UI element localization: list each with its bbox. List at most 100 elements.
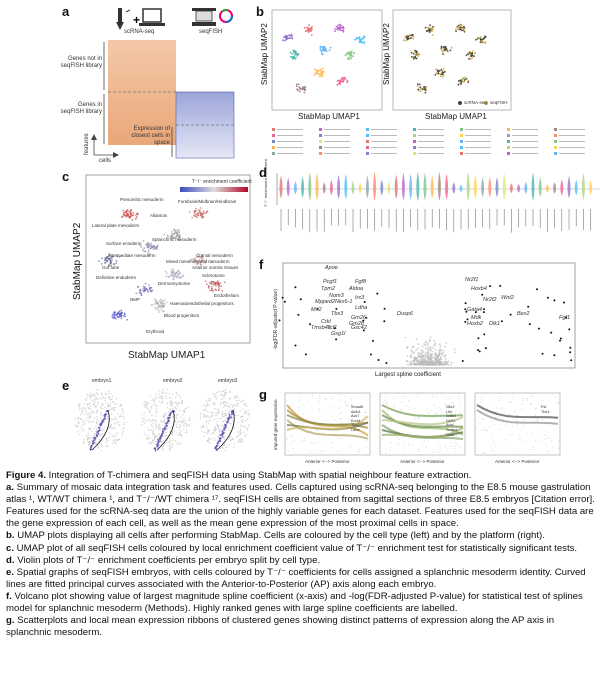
volcano-points [278, 284, 573, 366]
computer-icon [139, 8, 165, 26]
gene-label: Mpped2 [315, 299, 335, 305]
panel-b-label: b [256, 4, 264, 19]
gene-label: Fgf8 [355, 279, 367, 285]
panel-a-diagram: + [91, 8, 235, 159]
caption-g: g. Scatterplots and local mean expressio… [6, 615, 555, 639]
panel-c-label: c [62, 169, 70, 184]
caption-title: Figure 4. Integration of T-chimera and s… [6, 470, 472, 481]
seqfish-label: seqFISH [199, 29, 223, 35]
g-legend-entry: Fst [541, 405, 547, 409]
celltype-label: Intermediate mesoderm [108, 253, 156, 258]
g-legend-entry: Gata4 [446, 414, 457, 419]
panel-d-violins [276, 171, 600, 233]
umap-platform-points [403, 23, 487, 94]
caption-d: d. Violin plots of T⁻/⁻ enrichment coeff… [6, 554, 321, 566]
embryo3-label: embryo3 [218, 378, 238, 384]
celltype-label: Haematoendothelial progenitors [170, 301, 234, 306]
colorbar-title: T⁻/⁻ enrichment coefficient [192, 179, 252, 185]
microscope-icon [192, 8, 216, 26]
gene-label: Gm26 [351, 315, 366, 321]
celltype-label: Endothelium [214, 293, 240, 298]
panel-a-label: a [62, 4, 70, 19]
b-yaxis-right: StabMap UMAP2 [382, 23, 391, 85]
gene-label: Aldoa [349, 286, 364, 292]
caption-f: f. Volcano plot showing value of largest… [6, 590, 583, 615]
celltype-label: Cranial mesoderm [196, 253, 233, 258]
gene-label: Fgf1 [559, 315, 571, 321]
embryo1-label: embryo1 [92, 378, 112, 384]
svg-text:+: + [133, 13, 140, 27]
panel-e-label: e [62, 378, 70, 393]
color-wheel-icon [219, 9, 233, 23]
embryo2-label: embryo2 [163, 378, 183, 384]
gene-label: Tmsb4x [311, 325, 331, 331]
panel-d-label: d [259, 165, 267, 180]
gene-label: Apoe [325, 265, 338, 271]
panel-g-ribbons [284, 392, 561, 456]
gene-label: Tpm2 [321, 286, 336, 292]
g-legend-entry: Nr2f1 [446, 418, 456, 423]
celltype-label: Definitive endoderm [96, 275, 137, 280]
c-xaxis: StabMap UMAP1 [128, 350, 206, 361]
celltype-label: Anterior somitic tissues [192, 265, 239, 270]
panel-f-volcano [278, 262, 576, 369]
umap-enrichment-points [98, 207, 226, 321]
g-legend-entry: Smad6 [351, 405, 364, 409]
gene-label: Gsg1l [331, 331, 346, 337]
celltype-label: NMP [130, 297, 140, 302]
cells-label: cells [99, 158, 112, 164]
panel-d: d T⁻/⁻ enrichment coefficient [255, 159, 603, 255]
gene-label: Dlk1 [489, 321, 501, 327]
g-legend-entry: Tbx2 [351, 423, 360, 428]
b-xaxis-left: StabMap UMAP1 [298, 112, 360, 121]
gene-label: Gsc42 [351, 325, 367, 331]
celltype-label: Erythroid [146, 329, 165, 334]
legend-seqfish: seqFISH [490, 100, 508, 105]
panel-e: e embryo1 embryo2 embryo3 [0, 370, 255, 468]
celltype-label: Dermomyotome [158, 281, 191, 286]
g-legend-entry: Aldh1 [351, 409, 361, 414]
celltype-label: Surface ectoderm [106, 241, 142, 246]
g-legend-entry: Ancf [446, 423, 454, 428]
g-xaxis-1: Anterior <--> Posterior [305, 459, 350, 464]
violin-shapes [279, 171, 593, 202]
gene-label: Nr2f2 [483, 297, 497, 303]
g-xaxis-3: Anterior <--> Posterior [495, 459, 540, 464]
b-yaxis-left: StabMap UMAP2 [260, 23, 269, 85]
features-label: features [84, 133, 90, 155]
expression-label: Expression of closest cells in space [131, 126, 170, 146]
g-legend-entry: Acs7 [351, 414, 360, 419]
f-xaxis: Largest spline coefficient [375, 372, 441, 378]
panel-b-umaps [271, 9, 585, 155]
panel-g: g Imputed gene expression Anterior <--> … [255, 385, 603, 470]
f-yaxis: -log(FDR-adjusted P-value) [273, 289, 279, 350]
gene-label: Hoxb4 [471, 286, 487, 292]
genes-in-label: Genes in seqFISH library [60, 102, 102, 115]
scrnaseq-label: scRNA-seq [124, 29, 155, 35]
gene-label: Mdk [471, 315, 482, 321]
g-xaxis-2: Anterior <--> Posterior [400, 459, 445, 464]
caption-c: c. UMAP plot of all seqFISH cells colour… [6, 542, 578, 554]
gene-label: Ldha [355, 305, 368, 311]
legend-scrna: scRNA-seq [464, 100, 487, 105]
celltype-label: Blood progenitors [164, 313, 200, 318]
d-yaxis: T⁻/⁻ enrichment coefficient [263, 159, 268, 207]
gene-label: Dusp6 [397, 311, 413, 317]
celltype-label: Mixed mesenchymal mesoderm [166, 259, 230, 264]
pipette-icon [116, 8, 131, 30]
panel-c-umap [85, 174, 251, 344]
celltype-label: Presomitic mesoderm [120, 197, 164, 202]
b-xaxis-right: StabMap UMAP1 [425, 112, 487, 121]
gene-label: Nr2f1 [465, 277, 479, 283]
caption-a: a. Summary of mosaic data integration ta… [6, 482, 595, 530]
gene-label: Bex2 [517, 311, 530, 317]
panel-b: b scRNA-seq seqFISH StabMap UMAP1 StabMa… [250, 0, 603, 165]
g-legend-entry: Eomt [351, 418, 360, 423]
gene-label: Crkl [321, 319, 331, 325]
celltype-label: Allantois [150, 213, 168, 218]
g-legend-entry: Nkx2 [446, 405, 455, 409]
panel-g-label: g [259, 387, 267, 402]
panel-c: c T⁻/⁻ enrichment coefficient Presomitic… [0, 165, 255, 365]
celltype-label: Sclerotome [202, 273, 225, 278]
